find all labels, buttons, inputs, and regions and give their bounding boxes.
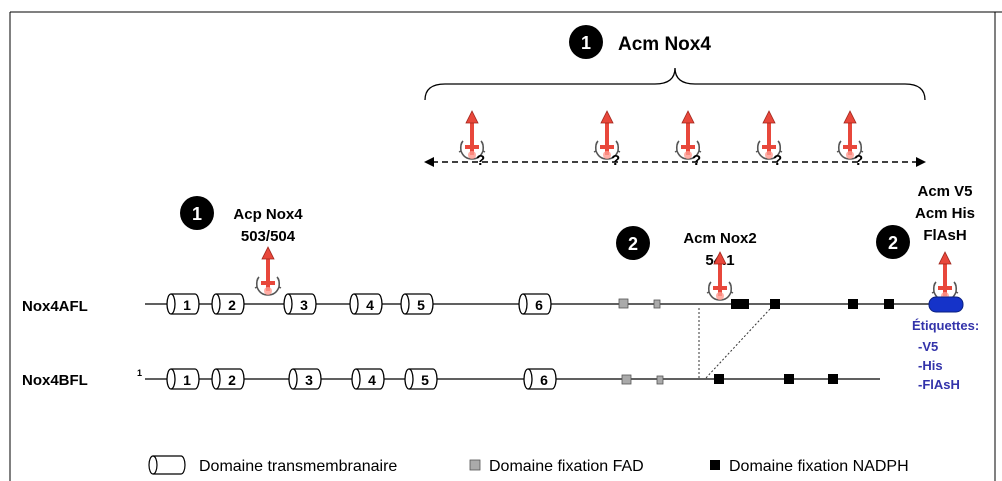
antibody-unknown-4: ? [754,109,784,169]
tm-number: 3 [300,297,308,313]
tm-number: 5 [417,297,425,313]
badge-1-top [569,25,603,59]
tag-line1: Acm V5 [917,183,972,200]
legend-fad-icon [469,459,481,471]
nox2-group: 2 Acm Nox2 54.1 [616,226,757,302]
tags-box: Étiquettes: -V5 -His -FlAsH [912,318,979,392]
legend-tm-icon [148,455,186,475]
legend-nadph-label: Domaine fixation NADPH [729,458,909,475]
tag-item: -V5 [918,339,938,354]
nadph-box [828,374,838,384]
antibody-tag [930,250,960,302]
tm-number: 2 [228,297,236,313]
acp-group: 1 Acp Nox4 503/504 [180,196,303,297]
tm-number: 4 [368,372,376,388]
badge-number: 1 [192,204,202,224]
tag-item: -His [918,358,943,373]
top-label: Acm Nox4 [618,34,711,55]
acp-line1: Acp Nox4 [233,206,303,223]
question-mark: ? [611,152,620,169]
top-group: 1 Acm Nox4 [424,25,926,167]
tags-title: Étiquettes: [912,318,979,333]
top-brace [424,67,926,101]
tag-line3: FlAsH [923,227,966,244]
question-mark: ? [773,152,782,169]
tm-number: 4 [366,297,374,313]
acp-line2: 503/504 [241,228,296,245]
legend-nadph-icon [710,460,720,470]
nox2-line1: Acm Nox2 [683,230,756,247]
nadph-box [784,374,794,384]
tm-number: 5 [421,372,429,388]
badge-number: 1 [581,33,591,53]
badge-2-nox2 [616,226,650,260]
tm-number: 1 [183,372,191,388]
fad-box [621,374,632,385]
tm-number: 1 [183,297,191,313]
track-label-nox4bfl: Nox4BFL [22,372,88,389]
legend: Domaine transmembranaire Domaine fixatio… [148,455,909,475]
antibody-unknown-2: ? [592,109,622,169]
antibody-acp [253,245,283,297]
legend-tm-label: Domaine transmembranaire [199,458,397,475]
fad-box [653,299,661,309]
tm-number: 6 [535,297,543,313]
badge-2-tags [876,225,910,259]
fad-box [656,375,664,385]
fad-box [618,298,629,309]
badge-number: 2 [628,234,638,254]
antibody-unknown-3: ? [673,109,703,169]
nadph-box [770,299,780,309]
track-start-marker: 1 [137,368,142,378]
question-mark: ? [476,152,485,169]
question-mark: ? [854,152,863,169]
splice-line-right [704,308,771,380]
antibody-unknown-1: ? [457,109,487,169]
badge-1-acp [180,196,214,230]
tag-group: 2 Acm V5 Acm His FlAsH [876,183,975,302]
tag-pill [928,296,964,313]
tag-line2: Acm His [915,205,975,222]
tag-item: -FlAsH [918,377,960,392]
question-mark: ? [692,152,701,169]
arrow-left-head [424,157,434,167]
tm-number: 2 [228,372,236,388]
track-label-nox4afl: Nox4AFL [22,298,88,315]
nadph-box [731,299,749,309]
arrow-right-head [916,157,926,167]
tm-number: 3 [305,372,313,388]
track-nox4bfl: Nox4BFL 1 1 2 3 4 5 6 [22,368,880,390]
tm-number: 6 [540,372,548,388]
nadph-box [714,374,724,384]
nadph-box [848,299,858,309]
nadph-box [884,299,894,309]
legend-fad-label: Domaine fixation FAD [489,458,644,475]
track-nox4afl: Nox4AFL 1 2 3 4 5 6 [22,293,964,315]
badge-number: 2 [888,233,898,253]
antibody-unknown-5: ? [835,109,865,169]
